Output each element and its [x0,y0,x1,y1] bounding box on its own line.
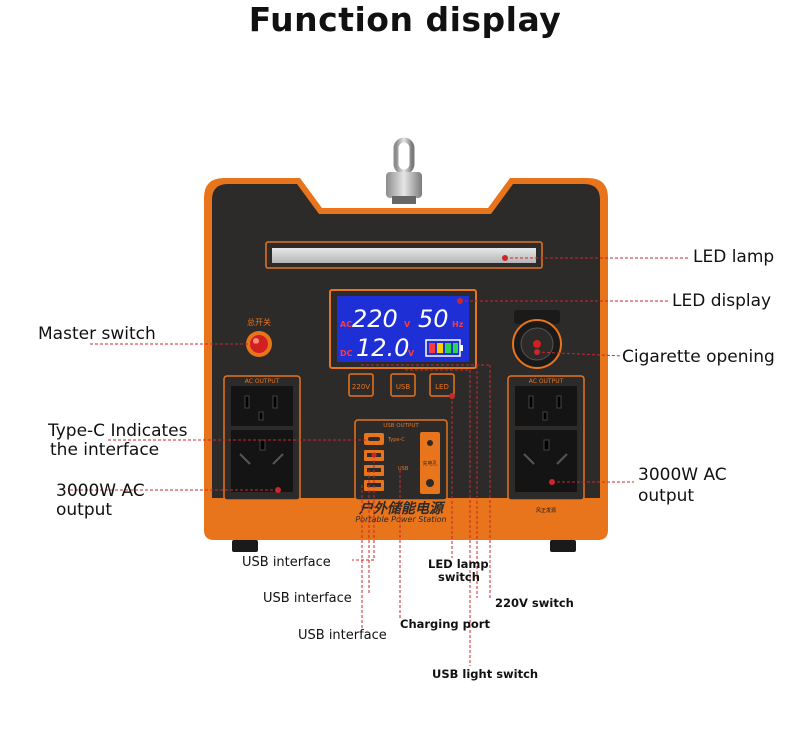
brand-cn: 户外储能电源 [358,500,446,517]
foot-left [232,540,258,552]
led-lamp-strip [272,248,536,263]
label-led-lamp: LED lamp [693,247,775,267]
usb-output-caption: USB OUTPUT [383,423,419,429]
leader-lines [70,257,688,666]
ac-output-right: AC OUTPUT [507,375,585,501]
label-ac-right-line2: output [638,486,695,506]
lcd-ac-prefix: AC [340,320,352,329]
lcd-dc-prefix: DC [340,349,353,358]
lcd-frequency-unit: Hz [452,320,464,329]
label-usb-light-switch: USB light switch [432,667,539,681]
label-cigarette-opening: Cigarette opening [622,347,775,367]
charging-port [426,479,434,487]
brand-logo-text: 风正发源 [536,507,556,514]
label-charging-port: Charging port [400,617,490,631]
label-usb-interface-1: USB interface [242,555,331,570]
foot-right [550,540,576,552]
lcd-dc-voltage: 12.0 [356,334,409,362]
cigarette-socket [512,310,562,369]
usb-output-panel: USB OUTPUT Type-C USB 充电孔 [354,419,448,501]
type-c-caption: Type-C [387,437,405,443]
label-type-c-line2: the interface [50,440,160,460]
label-led-display: LED display [672,291,772,311]
brand-en: Portable Power Station [355,515,446,524]
usb-caption: USB [398,466,409,472]
ac-output-left: AC OUTPUT [223,375,301,501]
label-type-c-line1: Type-C Indicates [48,421,188,441]
label-ac-right-line1: 3000W AC [638,465,727,485]
label-master-switch: Master switch [38,324,156,344]
button-usb[interactable]: USB [390,373,416,397]
label-led-lamp-switch-line1: LED lamp [428,557,489,571]
page-title: Function display [248,0,562,39]
leader-markers [275,255,555,493]
lcd-voltage: 220 [352,305,398,333]
lcd-frequency: 50 [418,305,449,333]
label-ac-left-line1: 3000W AC [56,481,145,501]
battery-icon [425,339,463,357]
ac-output-left-caption: AC OUTPUT [245,378,280,385]
bottom-band [212,498,600,524]
master-switch-caption: 总开关 [247,317,271,327]
button-led[interactable]: LED [429,373,455,397]
button-220v[interactable]: 220V [348,373,374,397]
button-220v-label: 220V [352,383,370,391]
ac-output-right-caption: AC OUTPUT [529,378,564,385]
button-usb-label: USB [396,383,411,391]
carry-handle [386,137,422,204]
label-ac-left-line2: output [56,500,113,520]
lcd-voltage-unit: V [404,320,411,329]
label-usb-interface-2: USB interface [263,591,352,606]
label-led-lamp-switch-line2: switch [438,570,480,584]
master-switch[interactable] [246,331,272,357]
button-led-label: LED [435,383,449,391]
charging-strip [420,432,440,494]
lcd-dc-unit: V [408,349,415,358]
label-usb-interface-3: USB interface [298,628,387,643]
label-220v-switch: 220V switch [495,596,574,610]
charge-caption: 充电孔 [422,460,437,467]
